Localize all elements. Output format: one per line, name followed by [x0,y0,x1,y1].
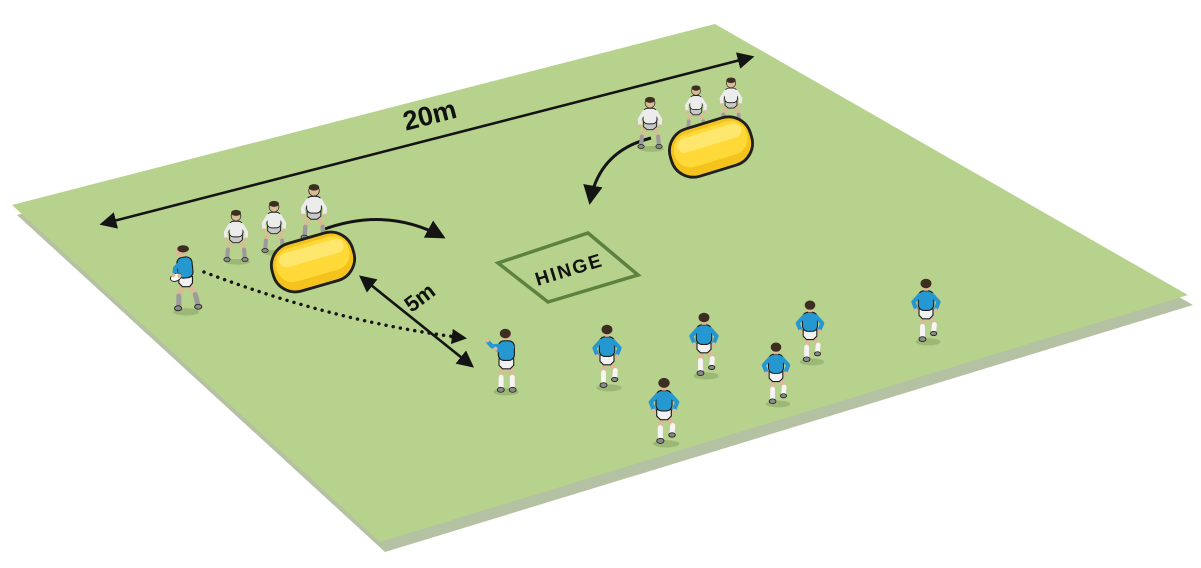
pass-line [202,270,468,345]
run-arrow-left [321,218,446,239]
